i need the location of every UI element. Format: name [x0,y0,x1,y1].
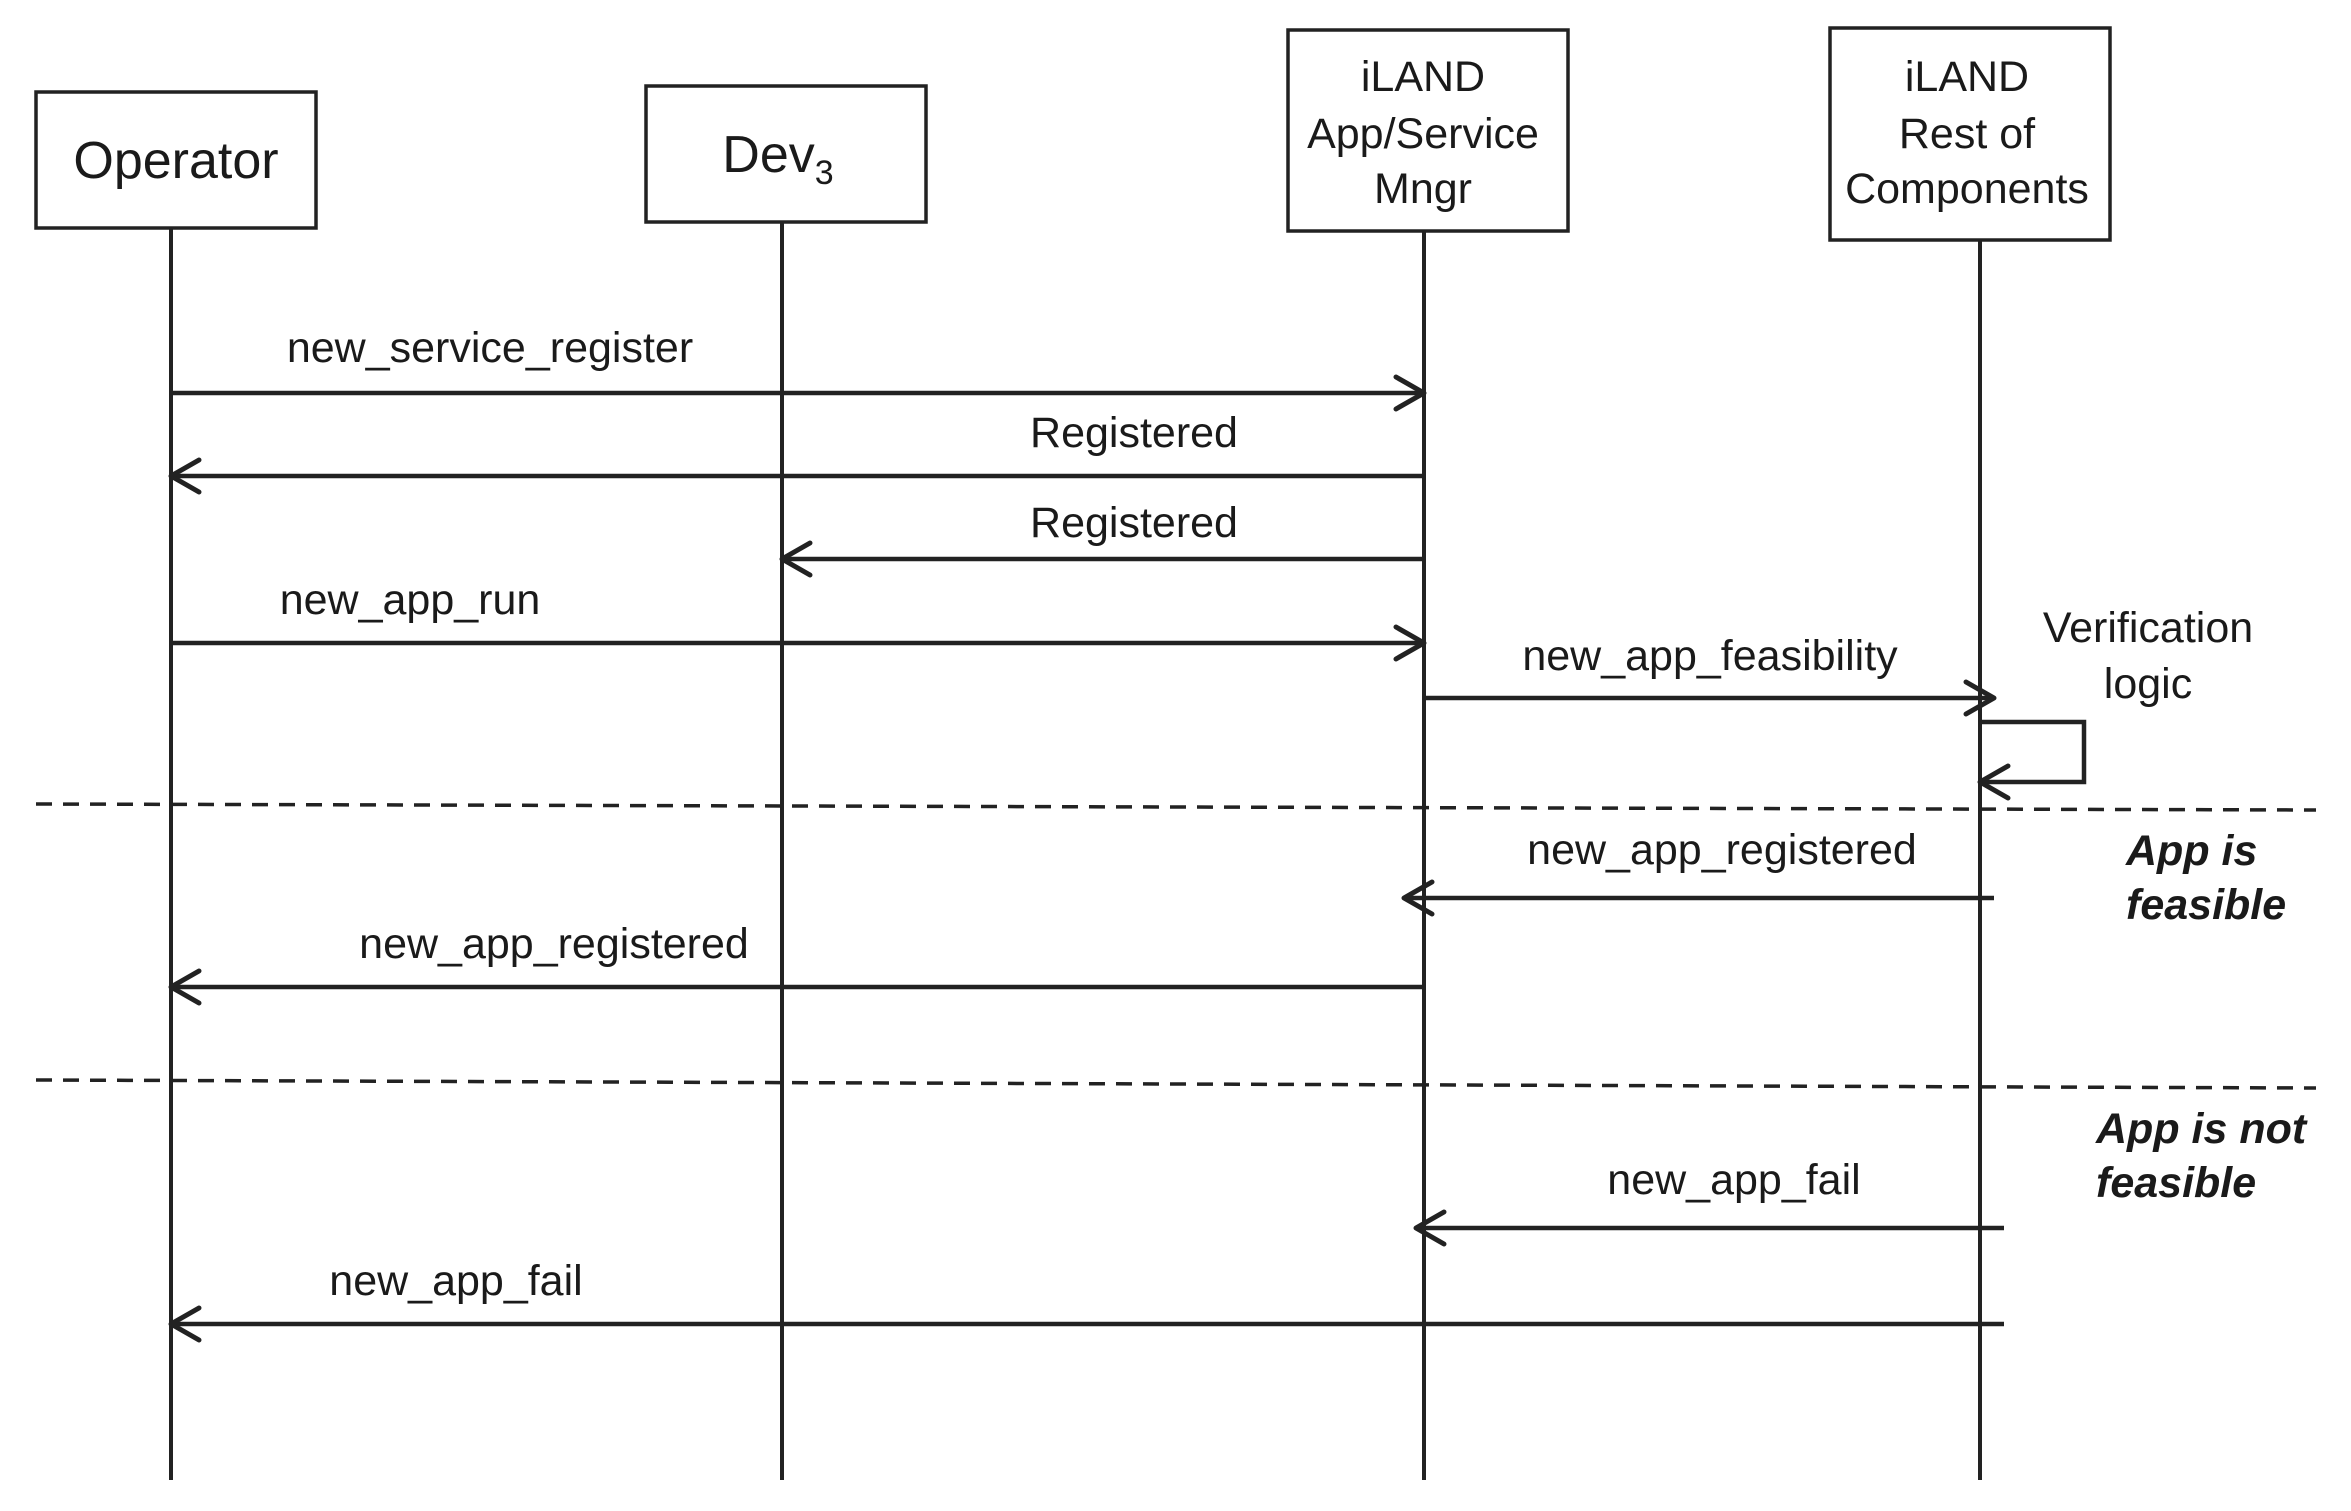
message-label: new_app_feasibility [1522,632,1898,680]
message-new-service-register: new_service_register [171,324,1427,412]
arrowhead-right [1393,624,1427,662]
participant-manager-label-line1: iLAND [1361,53,1485,101]
arrowhead-right [1393,374,1427,412]
arrowhead-left [168,457,202,495]
arrowhead-left [1413,1209,1447,1247]
message-label: Registered [1030,499,1238,547]
message-registered-to-operator: Registered [168,409,1424,495]
case-label-not-feasible: App is not feasible [2095,1105,2308,1207]
participant-dev3-box [644,84,928,224]
message-label: new_service_register [287,324,693,372]
message-label: new_app_fail [329,1257,582,1305]
arrowhead-left [168,1305,202,1343]
message-registered-to-dev3: Registered [779,499,1424,578]
arrowhead-right [1963,679,1997,717]
message-label: Registered [1030,409,1238,457]
case-divider-not-feasible [35,1078,2317,1090]
participant-rest: iLAND Rest of Components [1828,26,2112,242]
arrowhead-left [1401,879,1435,917]
case-label-feasible-line1: App is [2125,827,2257,875]
arrowhead-left [168,968,202,1006]
self-call-loop [1980,719,2087,785]
message-label: new_app_run [280,576,541,624]
participant-manager-box [1286,28,1570,233]
message-new-app-fail-to-operator: new_app_fail [168,1257,2004,1343]
case-label-not-feasible-line1: App is not [2095,1105,2308,1153]
message-label: new_app_registered [1527,826,1917,874]
participant-rest-label-line1: iLAND [1905,53,2029,101]
participant-rest-box [1828,26,2112,242]
participant-dev3-label: Dev3 [722,126,833,192]
participant-dev3-name: Dev [722,126,814,184]
arrowhead-left [779,540,813,578]
self-call-label-line2: logic [2104,660,2192,708]
case-divider-feasible [35,802,2317,812]
participant-operator-label: Operator [73,132,278,190]
self-call-verification-logic: Verification logic [1977,604,2253,801]
message-label: new_app_fail [1607,1156,1860,1204]
message-new-app-fail-to-manager: new_app_fail [1413,1156,2004,1247]
participant-manager-label-line2: App/Service [1307,110,1539,158]
message-new-app-feasibility: new_app_feasibility [1424,632,1997,717]
case-label-not-feasible-line2: feasible [2096,1159,2256,1207]
participant-rest-label-line3: Components [1845,165,2089,213]
participant-dev3-subscript: 3 [815,154,834,192]
participant-operator: Operator [34,90,318,230]
message-new-app-registered-to-manager: new_app_registered [1401,826,1994,917]
arrowhead-left [1977,763,2011,801]
case-label-feasible: App is feasible [2125,827,2286,929]
participant-manager: iLAND App/Service Mngr [1286,28,1570,233]
participant-rest-label-line2: Rest of [1899,110,2036,158]
participant-dev3: Dev3 [644,84,928,224]
message-new-app-run: new_app_run [171,576,1427,662]
self-call-label-line1: Verification [2043,604,2253,652]
message-label: new_app_registered [359,920,749,968]
participant-manager-label-line3: Mngr [1374,165,1472,213]
case-label-feasible-line2: feasible [2126,881,2286,929]
participant-operator-box [34,90,318,230]
message-new-app-registered-to-operator: new_app_registered [168,920,1424,1006]
